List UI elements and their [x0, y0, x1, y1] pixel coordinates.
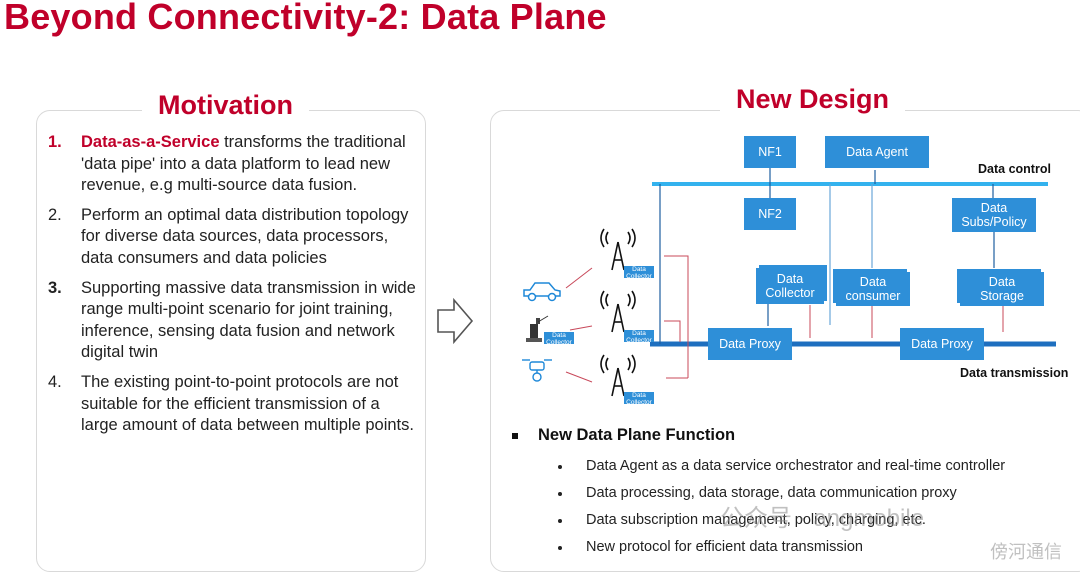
motivation-item: 1. Data-as-a-Service transforms the tradi…	[48, 132, 416, 197]
right-arrow-icon	[437, 298, 474, 344]
function-list: New Data Plane Function Data Agent as a …	[512, 426, 1080, 561]
motivation-item: 4. The existing point-to-point protocols …	[48, 372, 416, 437]
function-item-text: Data processing, data storage, data comm…	[586, 485, 957, 501]
drone-icon	[522, 359, 552, 382]
motivation-item-text: efficient transmission of a large amount…	[81, 394, 410, 435]
function-heading-text: New Data Plane Function	[538, 426, 736, 444]
motivation-item-text: The existing point-to-point protocols ar…	[81, 372, 399, 413]
data-proxy-box: Data Proxy	[708, 328, 792, 360]
function-items: Data Agent as a data service orchestrato…	[512, 453, 1080, 561]
motivation-item-text: e.g multi-source data fusion.	[145, 176, 358, 195]
motivation-item-text: Perform an	[81, 205, 168, 224]
data-storage-box: Data Storage	[960, 272, 1044, 306]
motivation-panel	[36, 110, 426, 572]
data-agent-box: Data Agent	[825, 136, 929, 168]
motivation-item: 2. Perform an optimal data distribution t…	[48, 205, 416, 270]
tower-collector-tag: Data Collector	[624, 392, 654, 406]
motivation-item-number: 3.	[48, 278, 62, 297]
data-consumer-box: Data consumer	[836, 272, 910, 306]
motivation-item: 3. Supporting massive data transmission i…	[48, 278, 416, 364]
nf1-box: NF1	[744, 136, 796, 168]
bullet-icon	[558, 519, 562, 523]
data-subs-policy-box: Data Subs/Policy	[952, 198, 1036, 232]
data-plane-diagram: Data Collector Data Collector Data Colle…	[500, 120, 1080, 420]
motivation-item-text: .	[409, 416, 414, 435]
watermark: 公众号 · angmobile	[720, 505, 925, 532]
nf2-box: NF2	[744, 198, 796, 230]
design-heading: New Design	[720, 84, 906, 115]
bullet-icon	[558, 465, 562, 469]
motivation-item-text: new revenue,	[81, 154, 391, 195]
watermark-secondary: 傍河通信	[990, 542, 1062, 562]
motivation-item-number: 4.	[48, 372, 62, 391]
function-heading: New Data Plane Function	[512, 426, 1080, 445]
motivation-list: 1. Data-as-a-Service transforms the tradi…	[48, 132, 416, 445]
data-collector-box: Data Collector	[756, 268, 824, 304]
motivation-item-text: Supporting massive data transmission	[81, 278, 360, 297]
motivation-item-text: Data-as-a-Service	[81, 133, 220, 151]
data-control-label: Data control	[978, 162, 1051, 176]
data-transmission-label: Data transmission	[960, 366, 1069, 380]
function-item-text: New protocol for efficient data transmis…	[586, 539, 863, 555]
motivation-item-text: in wide range multi-point scenario for j…	[81, 278, 416, 362]
square-bullet-icon	[512, 433, 518, 439]
motivation-item-number: 1.	[48, 133, 62, 151]
bullet-icon	[558, 546, 562, 550]
motivation-item-number: 2.	[48, 205, 62, 224]
data-proxy-box: Data Proxy	[900, 328, 984, 360]
tower-collector-tag: Data Collector	[624, 330, 654, 344]
motivation-item-text: transforms the traditional 'data pipe' i…	[81, 133, 406, 173]
tower-collector-tag: Data Collector	[624, 266, 654, 280]
motivation-item-text: for diverse data sources, data processor…	[81, 227, 389, 267]
page-title: Beyond Connectivity-2: Data Plane	[4, 0, 607, 37]
car-icon	[523, 282, 561, 302]
bullet-icon	[558, 492, 562, 496]
function-item-text: Data Agent as a data service orchestrato…	[586, 458, 1006, 474]
motivation-heading: Motivation	[142, 90, 309, 121]
function-item: Data subscription management, policy, ch…	[512, 507, 1080, 534]
robot-icon	[526, 315, 549, 342]
function-item-text: Data subscription management, policy, ch…	[586, 512, 926, 528]
function-item: New protocol for efficient data transmis…	[512, 534, 1080, 561]
function-item: Data Agent as a data service orchestrato…	[512, 453, 1080, 480]
function-item: Data processing, data storage, data comm…	[512, 480, 1080, 507]
motivation-item-text: optimal data distribution topology	[167, 205, 409, 224]
device-collector-tag: Data Collector	[544, 332, 574, 346]
